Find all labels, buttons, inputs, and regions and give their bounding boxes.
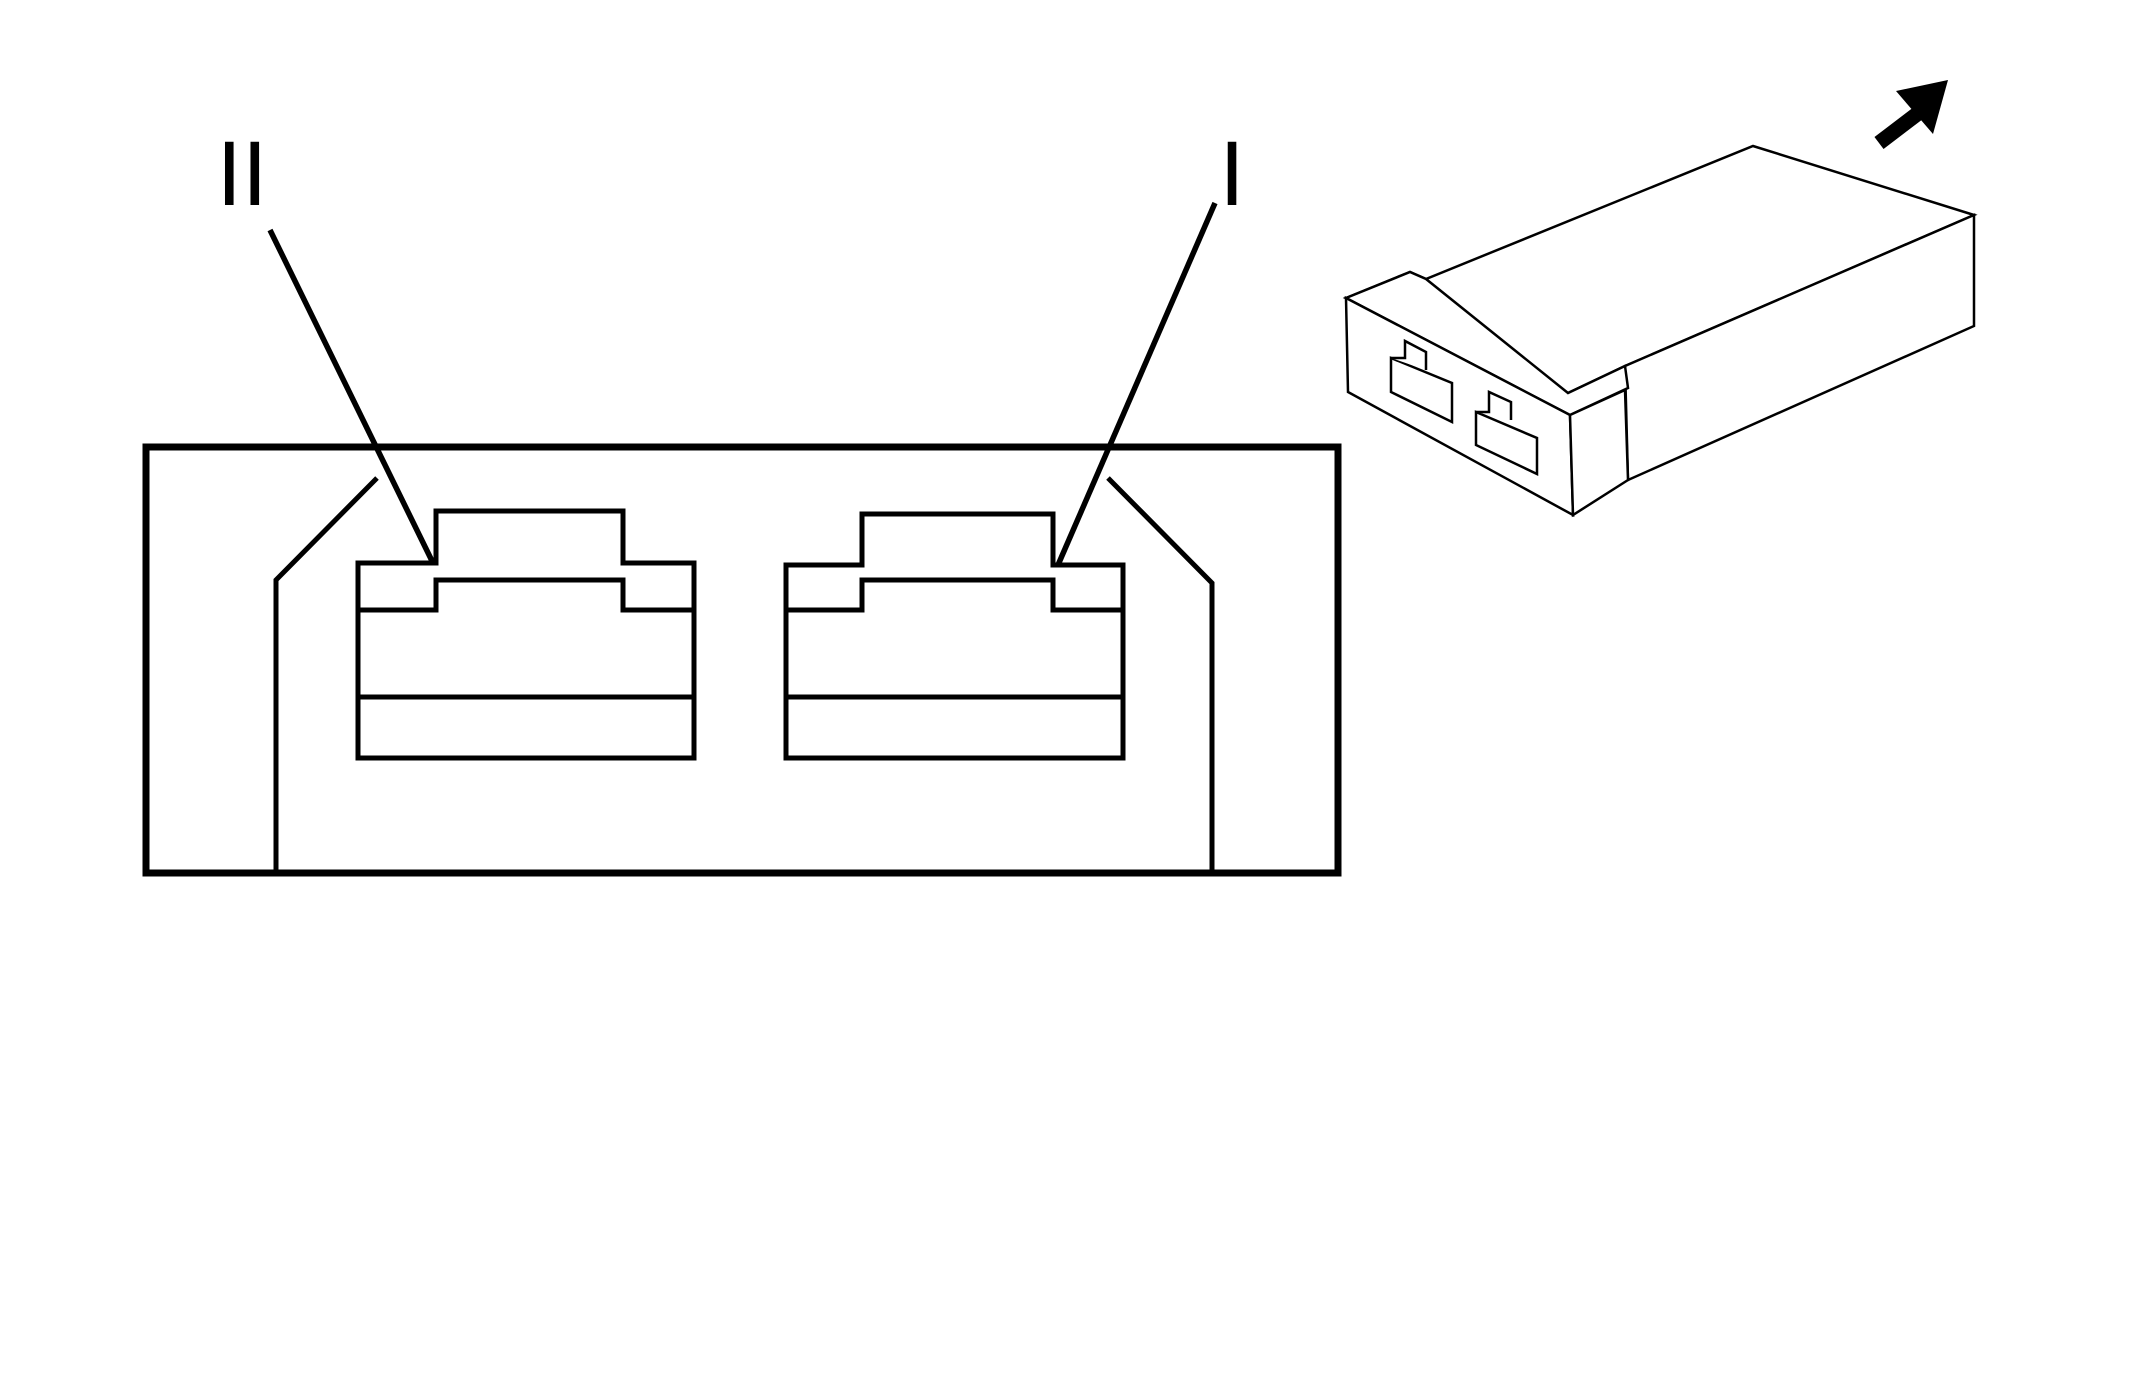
terminal-cavity-i (783, 511, 1126, 761)
arrow-up-right-icon (1874, 80, 1948, 149)
connector-housing-outline (142, 443, 1342, 877)
callout-label-i: I (1219, 123, 1245, 225)
connector-face-view: II I (142, 123, 1342, 877)
terminal-cavity-ii (355, 508, 697, 761)
connector-isometric-view (1342, 80, 1978, 518)
terminal-slot-left (1389, 338, 1454, 425)
leader-line-ii (267, 228, 436, 565)
connector-inner-outline (273, 476, 1215, 873)
terminal-slot-right (1474, 390, 1539, 476)
connector-housing-side-face (1568, 388, 1630, 518)
leader-line-i (1055, 201, 1218, 567)
callout-label-ii: II (216, 123, 267, 225)
